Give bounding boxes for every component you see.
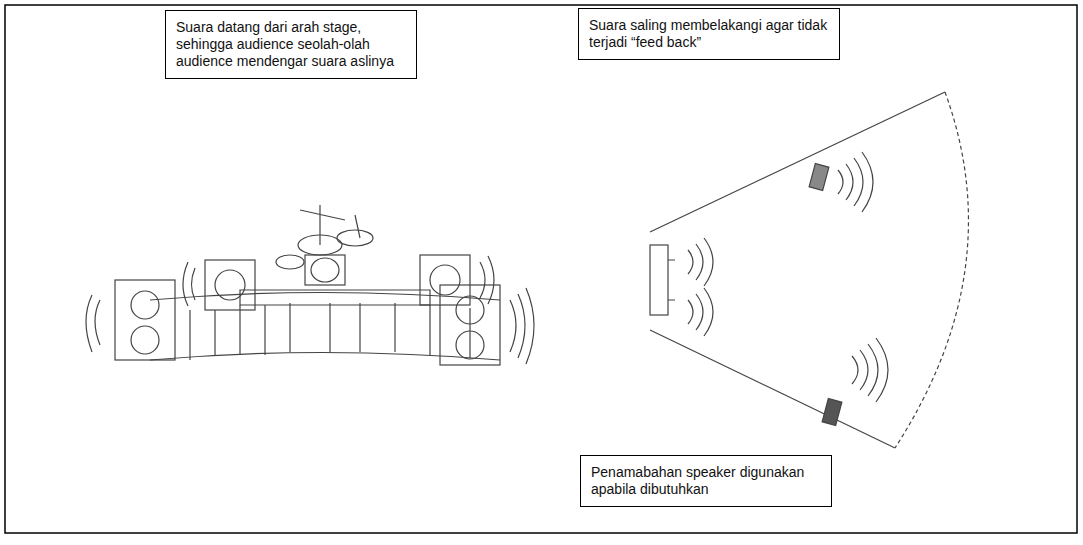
callout-text: Penamabahan speaker digunakan apabila di…	[591, 464, 821, 498]
callout-text: Suara datang dari arah stage, sehingga a…	[176, 19, 406, 70]
frame	[5, 5, 1077, 533]
callout-box: Suara datang dari arah stage, sehingga a…	[165, 10, 417, 79]
stage-drawing	[86, 92, 968, 448]
callout-box: Suara saling membelakangi agar tidak ter…	[578, 8, 840, 60]
callout-box: Penamabahan speaker digunakan apabila di…	[580, 455, 832, 507]
callout-text: Suara saling membelakangi agar tidak ter…	[589, 17, 829, 51]
